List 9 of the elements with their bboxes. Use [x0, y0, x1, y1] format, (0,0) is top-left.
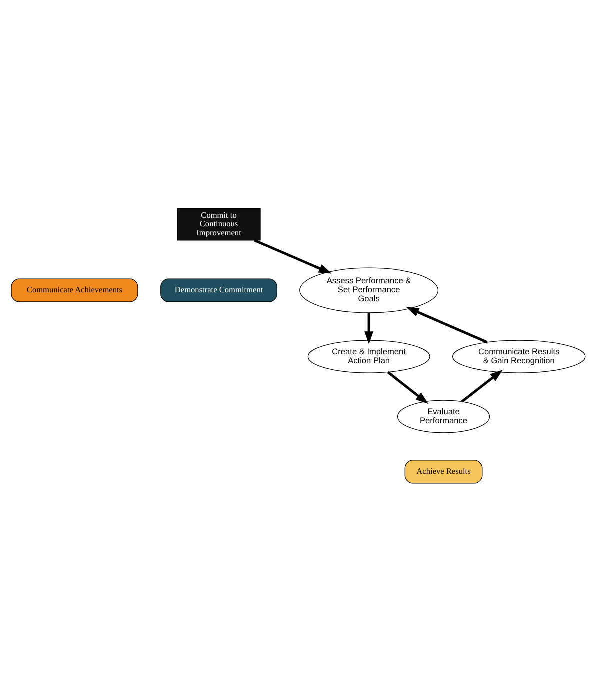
node-ellipse: Create & Implement Action Plan [308, 340, 430, 374]
arrow [254, 239, 332, 274]
node-ellipse: Assess Performance & Set Performance Goals [300, 268, 439, 314]
arrow [461, 370, 503, 403]
arrow [406, 307, 488, 344]
arrow [387, 371, 429, 404]
arrow [364, 313, 374, 344]
node-ellipse: Evaluate Performance [397, 400, 490, 434]
node-ellipse: Communicate Results & Gain Recognition [452, 340, 586, 374]
